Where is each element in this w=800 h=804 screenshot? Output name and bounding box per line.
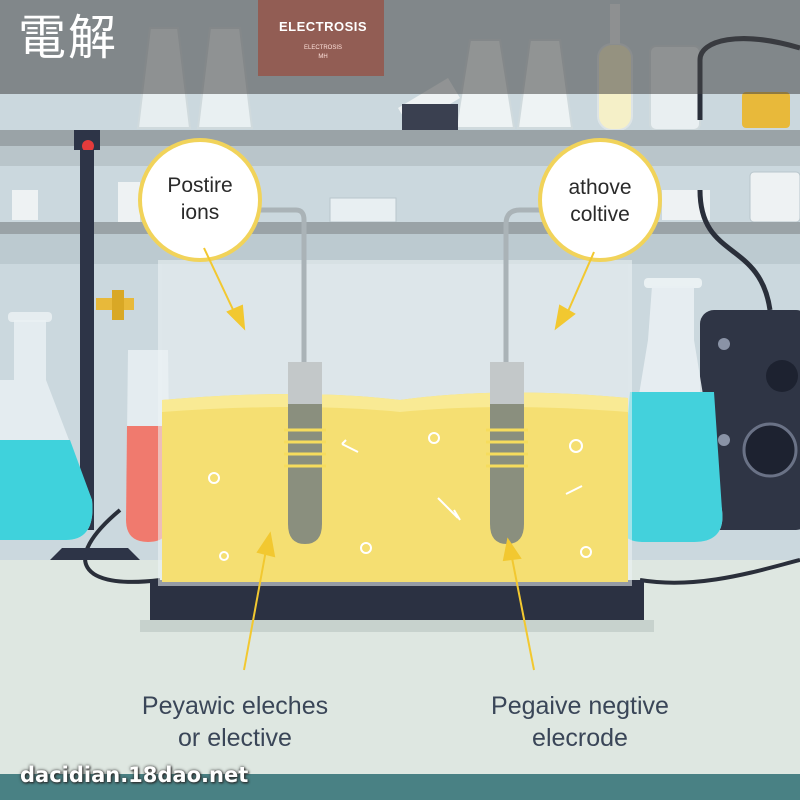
right-cable xyxy=(639,558,800,585)
top-shelf xyxy=(0,130,800,146)
right-bubble xyxy=(538,138,662,262)
flask-icon xyxy=(619,278,723,542)
left-bubble xyxy=(138,138,262,262)
left-caption: Peyawic eleches or elective xyxy=(90,690,380,754)
flask-icon xyxy=(0,312,93,540)
right-bubble-label: athove coltive xyxy=(540,174,660,229)
right-caption-line: Pegaive negtive xyxy=(491,692,669,720)
lab-sign-subtitle-line: ELECTROSIS xyxy=(303,45,342,51)
left-bubble-line: Postire xyxy=(167,174,233,197)
middle-shelf xyxy=(0,222,800,234)
lab-sign xyxy=(258,0,384,76)
watermark: dacidian.18dao.net xyxy=(20,763,249,787)
electrode-icon xyxy=(256,207,326,544)
ion-particles xyxy=(208,432,592,561)
left-bubble-line: ions xyxy=(180,201,220,225)
beaker-base xyxy=(150,580,644,626)
right-caption-line: elecrode xyxy=(532,724,628,752)
left-cable xyxy=(83,508,161,584)
right-caption: Pegaive negtive elecrode xyxy=(430,690,730,754)
pointer-arrows xyxy=(203,247,595,671)
right-bubble-line: athove xyxy=(568,176,632,199)
electrode-icon xyxy=(486,207,540,544)
lab-sign-subtitle: ELECTROSIS MH xyxy=(268,44,378,62)
right-bubble-line: coltive xyxy=(570,203,630,227)
lab-sign-subtitle-line: MH xyxy=(318,54,328,60)
middle-shelf-items xyxy=(12,171,800,223)
page-title: 電解 xyxy=(18,10,119,66)
left-caption-line: Peyawic eleches xyxy=(141,692,329,720)
lab-sign-title: ELECTROSIS xyxy=(278,19,368,34)
left-bubble-label: Postire ions xyxy=(140,172,260,227)
stand-icon xyxy=(50,130,140,560)
left-caption-line: or elective xyxy=(178,724,292,752)
power-supply-icon xyxy=(700,310,800,530)
